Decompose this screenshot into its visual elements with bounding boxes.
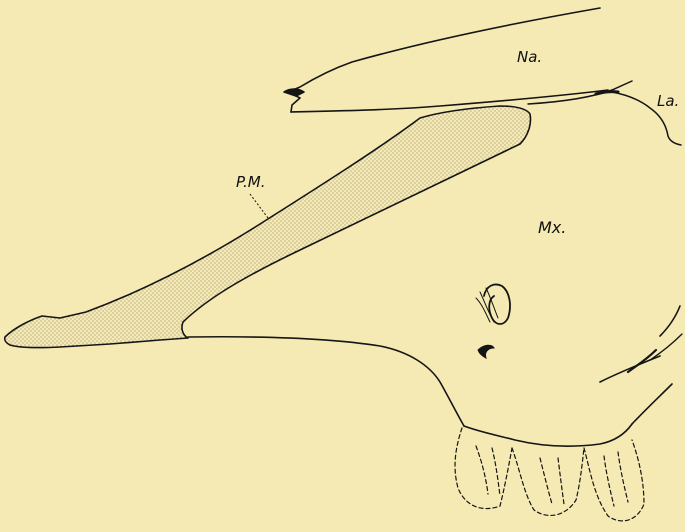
infraorbital-foramen	[476, 284, 510, 358]
maxilla-bone	[188, 306, 682, 446]
nasal-bone	[284, 8, 608, 112]
nasal-label: Na.	[517, 50, 542, 65]
maxilla-label: Mx.	[538, 220, 566, 236]
premaxilla-label: P.M.	[236, 175, 265, 190]
lacrimal-label: La.	[657, 94, 679, 109]
premaxilla-bone	[5, 106, 531, 348]
teeth-outline	[455, 428, 644, 521]
premaxilla-leader-line	[250, 194, 268, 218]
